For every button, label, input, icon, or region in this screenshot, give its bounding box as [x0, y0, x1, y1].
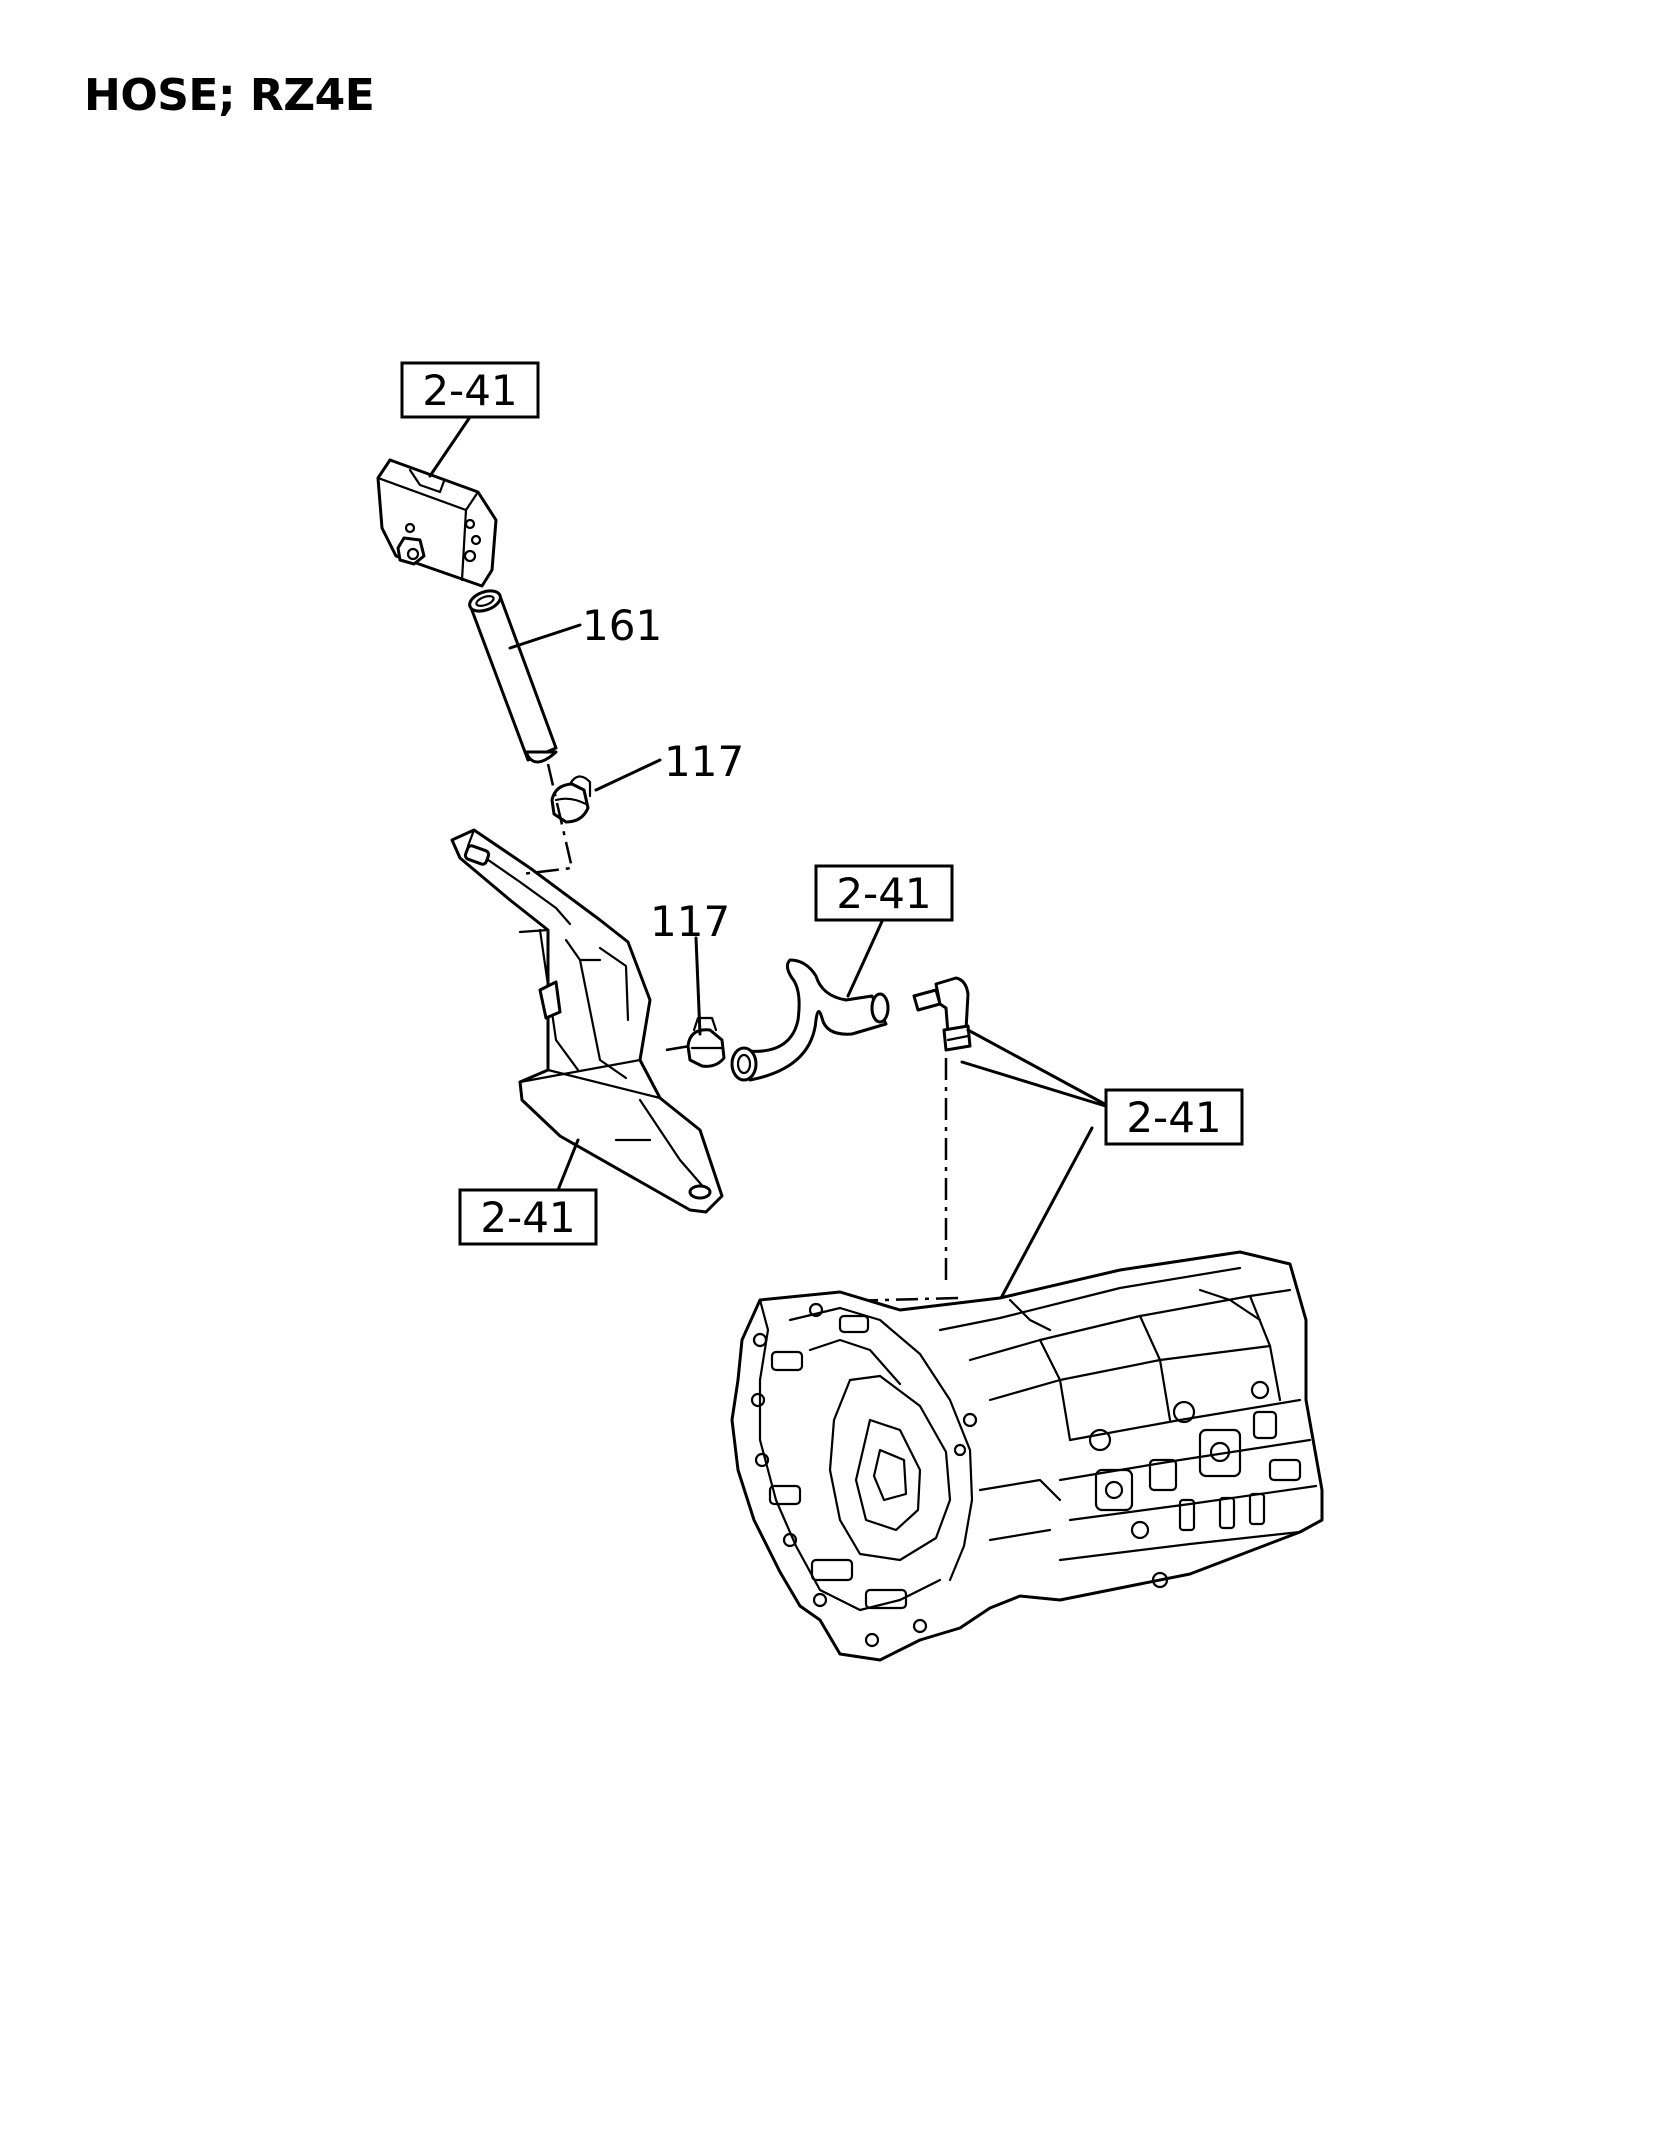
callout-ref-mid-text: 2-41 [836, 869, 931, 918]
clamp-117-top [550, 775, 592, 824]
callout-ref-bracket-text: 2-41 [480, 1193, 575, 1242]
callout-ref-mid: 2-41 [814, 864, 954, 922]
page-title: HOSE; RZ4E [84, 70, 375, 121]
callout-ref-top: 2-41 [400, 361, 540, 419]
callout-ref-bracket: 2-41 [458, 1188, 598, 1246]
mounting-bracket [450, 828, 724, 1214]
hose-161 [468, 589, 558, 764]
leader-lines [428, 415, 1114, 1302]
callout-ref-right-text: 2-41 [1126, 1093, 1221, 1142]
curved-hose [730, 958, 890, 1082]
callout-part-161: 161 [582, 601, 662, 650]
hose-fitting [912, 976, 972, 1052]
callout-part-117-mid: 117 [650, 897, 730, 946]
callout-ref-right: 2-41 [1104, 1088, 1244, 1146]
clamp-117-mid [686, 1016, 726, 1068]
transmission-assembly [730, 1250, 1324, 1662]
callout-part-117-top: 117 [664, 737, 744, 786]
control-module [376, 458, 498, 588]
callout-ref-top-text: 2-41 [422, 366, 517, 415]
